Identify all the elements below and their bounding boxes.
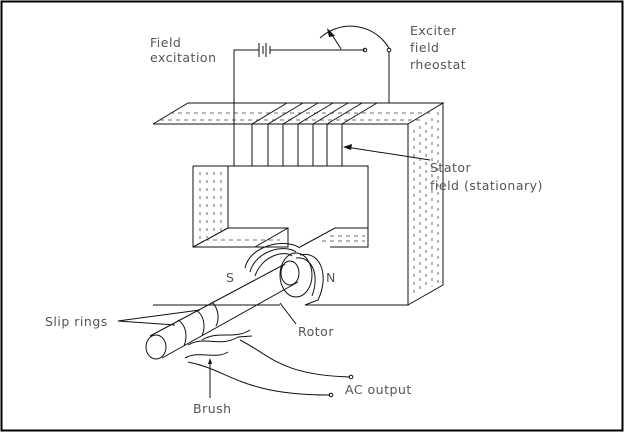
- exciter-label-2: field: [410, 40, 439, 55]
- south-pole-label: S: [226, 270, 234, 285]
- exciter-label-3: rheostat: [410, 57, 466, 72]
- stator-label-1: Stator: [430, 160, 472, 175]
- battery-icon: [258, 43, 271, 57]
- rheostat-arc: [319, 25, 390, 49]
- stator-label-2: field (stationary): [430, 178, 543, 193]
- slip-rings-label: Slip rings: [45, 314, 108, 329]
- exciter-label-1: Exciter: [410, 23, 457, 38]
- rotor-label: Rotor: [298, 324, 334, 339]
- rotor: [145, 243, 324, 360]
- rheostat-arrow-icon: [327, 28, 335, 37]
- field-coil: [251, 102, 378, 166]
- leader-lines: [117, 144, 431, 398]
- north-pole-label: N: [326, 270, 336, 285]
- excitation-circuit: [233, 25, 392, 166]
- field-excitation-label-1: Field: [150, 35, 181, 50]
- brush-label: Brush: [193, 401, 232, 416]
- ac-output-label: AC output: [345, 382, 412, 397]
- field-excitation-label-2: excitation: [150, 50, 217, 65]
- brushes-output: [184, 329, 354, 398]
